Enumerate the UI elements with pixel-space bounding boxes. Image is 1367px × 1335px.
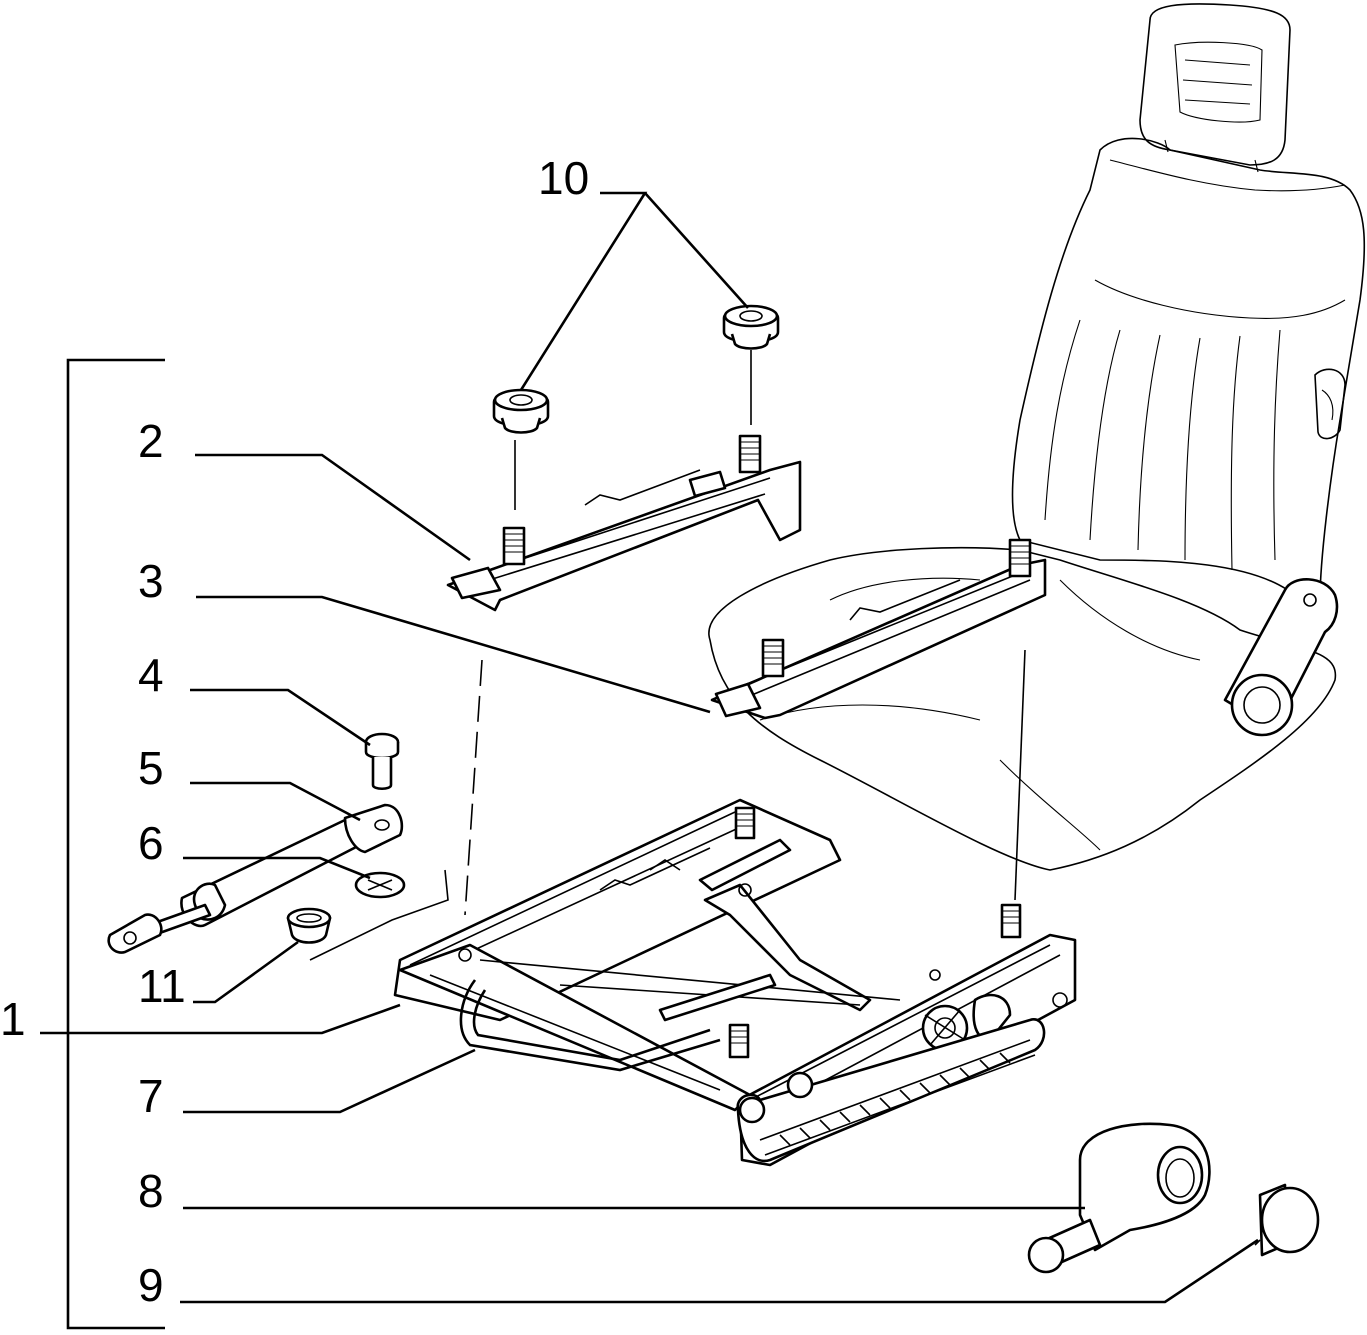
leader-7 (183, 1048, 476, 1114)
leader-4 (190, 688, 371, 747)
leader-3 (196, 595, 711, 714)
callout-10: 10 (538, 152, 590, 204)
part-10-nut-right (722, 304, 780, 350)
callout-6: 6 (138, 817, 164, 869)
leader-10b (644, 192, 749, 309)
callout-7: 7 (138, 1070, 164, 1122)
part-6-clip (354, 871, 406, 899)
assembly-guide-lines (514, 350, 752, 510)
part-4-pin (364, 732, 400, 791)
leader-11 (193, 940, 299, 1004)
leader-9 (180, 1238, 1259, 1304)
callout-11: 11 (138, 960, 186, 1012)
part-1-seat-frame (393, 798, 1077, 1167)
part-9-end-cap (1254, 1183, 1320, 1257)
release-cable (309, 869, 449, 961)
part-2-upper-rail (446, 434, 802, 612)
part-3-lower-rail (710, 538, 1047, 720)
callout-4: 4 (138, 649, 164, 701)
part-11-cap (286, 907, 332, 944)
leader-5 (190, 781, 361, 822)
seat-outline (708, 3, 1366, 871)
part-5-gas-spring (107, 803, 404, 954)
assembly-guide-dashed-left (464, 659, 483, 916)
part-8-handle (1027, 1122, 1211, 1274)
callout-2: 2 (138, 415, 164, 467)
group-bracket (66, 358, 165, 1330)
callout-5: 5 (138, 742, 164, 794)
part-10-nut-left (492, 388, 550, 434)
leader-1 (40, 1003, 401, 1035)
assembly-guide-right (1014, 649, 1026, 901)
callout-8: 8 (138, 1165, 164, 1217)
leader-10a (519, 191, 648, 391)
leader-2 (195, 453, 471, 562)
callout-1: 1 (0, 993, 26, 1045)
callout-3: 3 (138, 555, 164, 607)
leader-6 (183, 856, 371, 880)
callout-9: 9 (138, 1259, 164, 1311)
